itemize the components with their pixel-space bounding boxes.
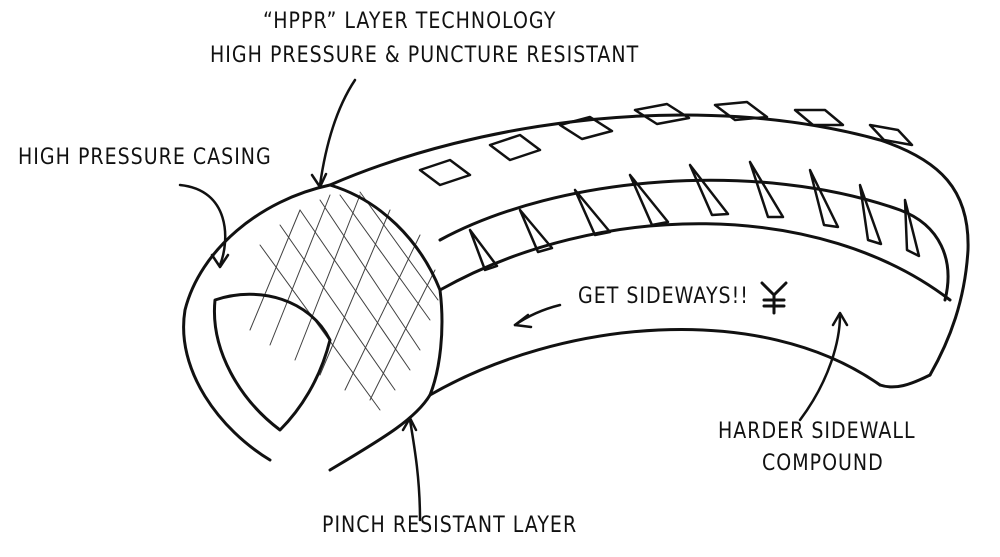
tread-blocks [418, 100, 921, 272]
tire-sidewall-top [438, 222, 952, 302]
label-pinch-resistant-layer: PINCH RESISTANT LAYER [322, 512, 578, 538]
tire-tread-inner-edge [438, 178, 950, 302]
label-hppr-title: “HPPR” LAYER TECHNOLOGY [263, 8, 557, 34]
brand-logo-icon [760, 281, 788, 315]
tire-sidewall-bottom [428, 328, 882, 397]
tire-bead-right [878, 373, 932, 389]
label-compound: COMPOUND [762, 450, 884, 476]
tire-cross-section [182, 183, 444, 472]
label-high-pressure-casing: HIGH PRESSURE CASING [18, 144, 272, 170]
tire-outer-edge [328, 113, 970, 377]
label-arrows [178, 78, 849, 522]
label-hppr-subtitle: HIGH PRESSURE & PUNCTURE RESISTANT [210, 42, 640, 68]
label-harder-sidewall: HARDER SIDEWALL [718, 418, 916, 444]
casing-mesh [249, 191, 439, 411]
label-get-sideways: GET SIDEWAYS!! [578, 283, 749, 309]
tire-inner-opening [212, 292, 332, 432]
